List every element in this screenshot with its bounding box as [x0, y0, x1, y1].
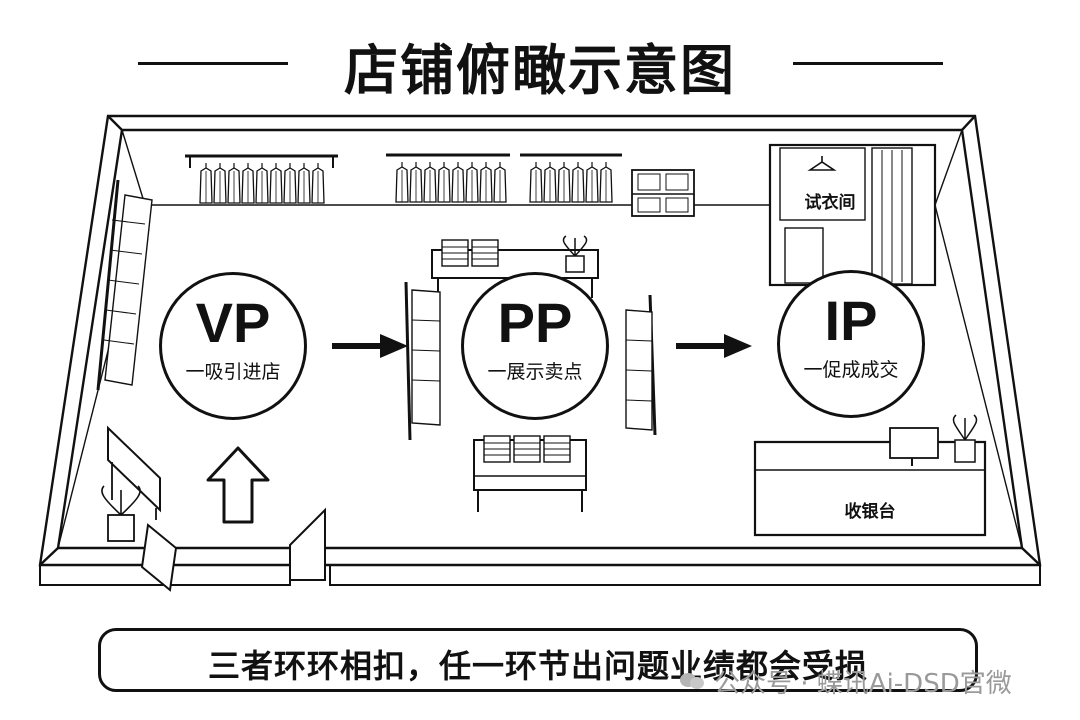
zone-code: PP [497, 291, 573, 354]
back-rack-center [386, 153, 510, 203]
zone-vp-circle: VP 一吸引进店 [159, 272, 307, 420]
back-rack-right [520, 153, 622, 203]
watermark: 公众号 · 蝶讯Ai-DSD官微 [680, 664, 1012, 699]
back-rack-left [185, 154, 338, 204]
left-wall-rack [96, 179, 153, 391]
cashier-label: 收银台 [844, 502, 896, 522]
wechat-icon [680, 671, 706, 691]
back-shelf-folded [631, 169, 695, 217]
zone-desc: 一促成成交 [803, 359, 899, 381]
cashier-counter [753, 414, 987, 537]
entrance-up-arrow [206, 446, 270, 524]
zone-desc: 一展示卖点 [487, 361, 583, 383]
title-rule-right [793, 62, 943, 65]
summary-text: 三者环环相扣，任一环节出问题业绩都会受损 [207, 647, 868, 685]
zone-ip-circle: IP 一促成成交 [777, 270, 925, 418]
fitting-room [768, 143, 937, 287]
diagram-title: 店铺俯瞰示意图 [344, 39, 736, 102]
summary-box: 三者环环相扣，任一环节出问题业绩都会受损 [98, 628, 978, 692]
fitting-room-label: 试衣间 [804, 193, 856, 213]
zone-pp-circle: PP 一展示卖点 [461, 272, 609, 420]
flow-arrow-pp-to-ip [676, 334, 752, 358]
title-bar: 店铺俯瞰示意图 [0, 22, 1080, 102]
door-panels [140, 507, 326, 592]
pp-table-back [431, 235, 599, 298]
pp-rack-right [625, 294, 657, 436]
zone-desc: 一吸引进店 [185, 361, 281, 383]
watermark-text: 公众号 · 蝶讯Ai-DSD官微 [714, 668, 1012, 699]
entrance-plant [101, 485, 141, 542]
pp-table-front [473, 435, 587, 512]
pp-rack-left [404, 281, 441, 441]
title-rule-left [138, 62, 288, 65]
zone-code: VP [195, 291, 271, 354]
flow-arrow-vp-to-pp [332, 334, 408, 358]
zone-code: IP [824, 289, 878, 352]
entrance-signboard [107, 425, 161, 520]
